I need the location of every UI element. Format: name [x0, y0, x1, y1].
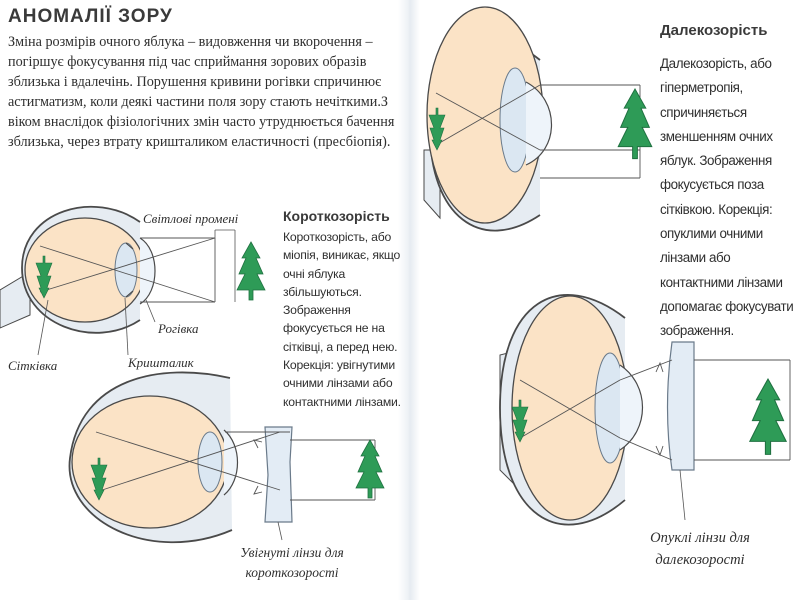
hyperopia-title: Далекозорість [660, 22, 767, 39]
myopia-description: Короткозорість, або міопія, виникає, якщ… [283, 228, 401, 411]
page-heading: АНОМАЛІЇ ЗОРУ [8, 6, 173, 28]
myopia-title: Короткозорість [283, 208, 390, 224]
label-lens: Кришталик [128, 355, 194, 371]
label-cornea: Рогівка [158, 321, 199, 337]
hyperopia-eye-diagram [424, 7, 652, 231]
caption-convex-lens: Опуклі лінзи для далекозорості [630, 527, 770, 571]
intro-paragraph: Зміна розмірів очного яблука – видовженн… [8, 32, 398, 152]
caption-concave-lens: Увігнуті лінзи для короткозорості [222, 543, 362, 583]
hyperopia-description: Далекозорість, або гіперметропія, спричи… [660, 52, 800, 344]
myopia-eye-diagram [0, 207, 265, 355]
label-light-rays: Світлові промені [143, 211, 238, 227]
label-retina: Сітківка [8, 358, 57, 374]
object-tree [237, 242, 265, 300]
